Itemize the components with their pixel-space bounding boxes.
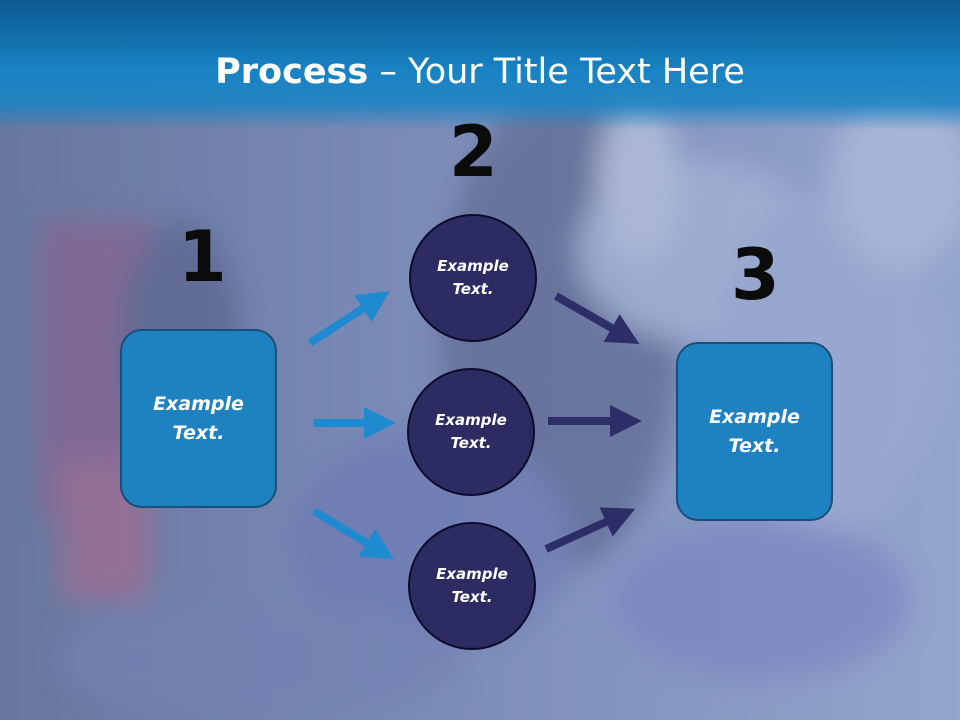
title-rest: – Your Title Text Here bbox=[368, 52, 745, 92]
right-box-text: Example Text. bbox=[709, 405, 800, 457]
step-number-2: 2 bbox=[449, 111, 498, 193]
left-box-text: Example Text. bbox=[153, 392, 244, 444]
arrow-bottom-to-right bbox=[544, 507, 636, 553]
title-bold: Process bbox=[215, 52, 369, 92]
circle-top[interactable]: Example Text. bbox=[409, 214, 537, 342]
slide-title: Process – Your Title Text Here bbox=[0, 52, 960, 92]
circle-bottom-text: Example Text. bbox=[436, 565, 508, 606]
title-bar bbox=[0, 0, 960, 130]
circle-middle-text: Example Text. bbox=[435, 411, 507, 452]
step-number-1: 1 bbox=[178, 216, 227, 298]
right-box[interactable]: Example Text. bbox=[676, 342, 833, 521]
arrow-left-to-top bbox=[307, 291, 390, 347]
step-number-3: 3 bbox=[731, 234, 780, 316]
arrow-left-to-bottom bbox=[311, 507, 395, 560]
circle-middle[interactable]: Example Text. bbox=[407, 368, 535, 496]
left-box[interactable]: Example Text. bbox=[120, 329, 277, 508]
circle-bottom[interactable]: Example Text. bbox=[408, 522, 536, 650]
arrow-top-to-right bbox=[554, 292, 640, 344]
circle-top-text: Example Text. bbox=[437, 257, 509, 298]
